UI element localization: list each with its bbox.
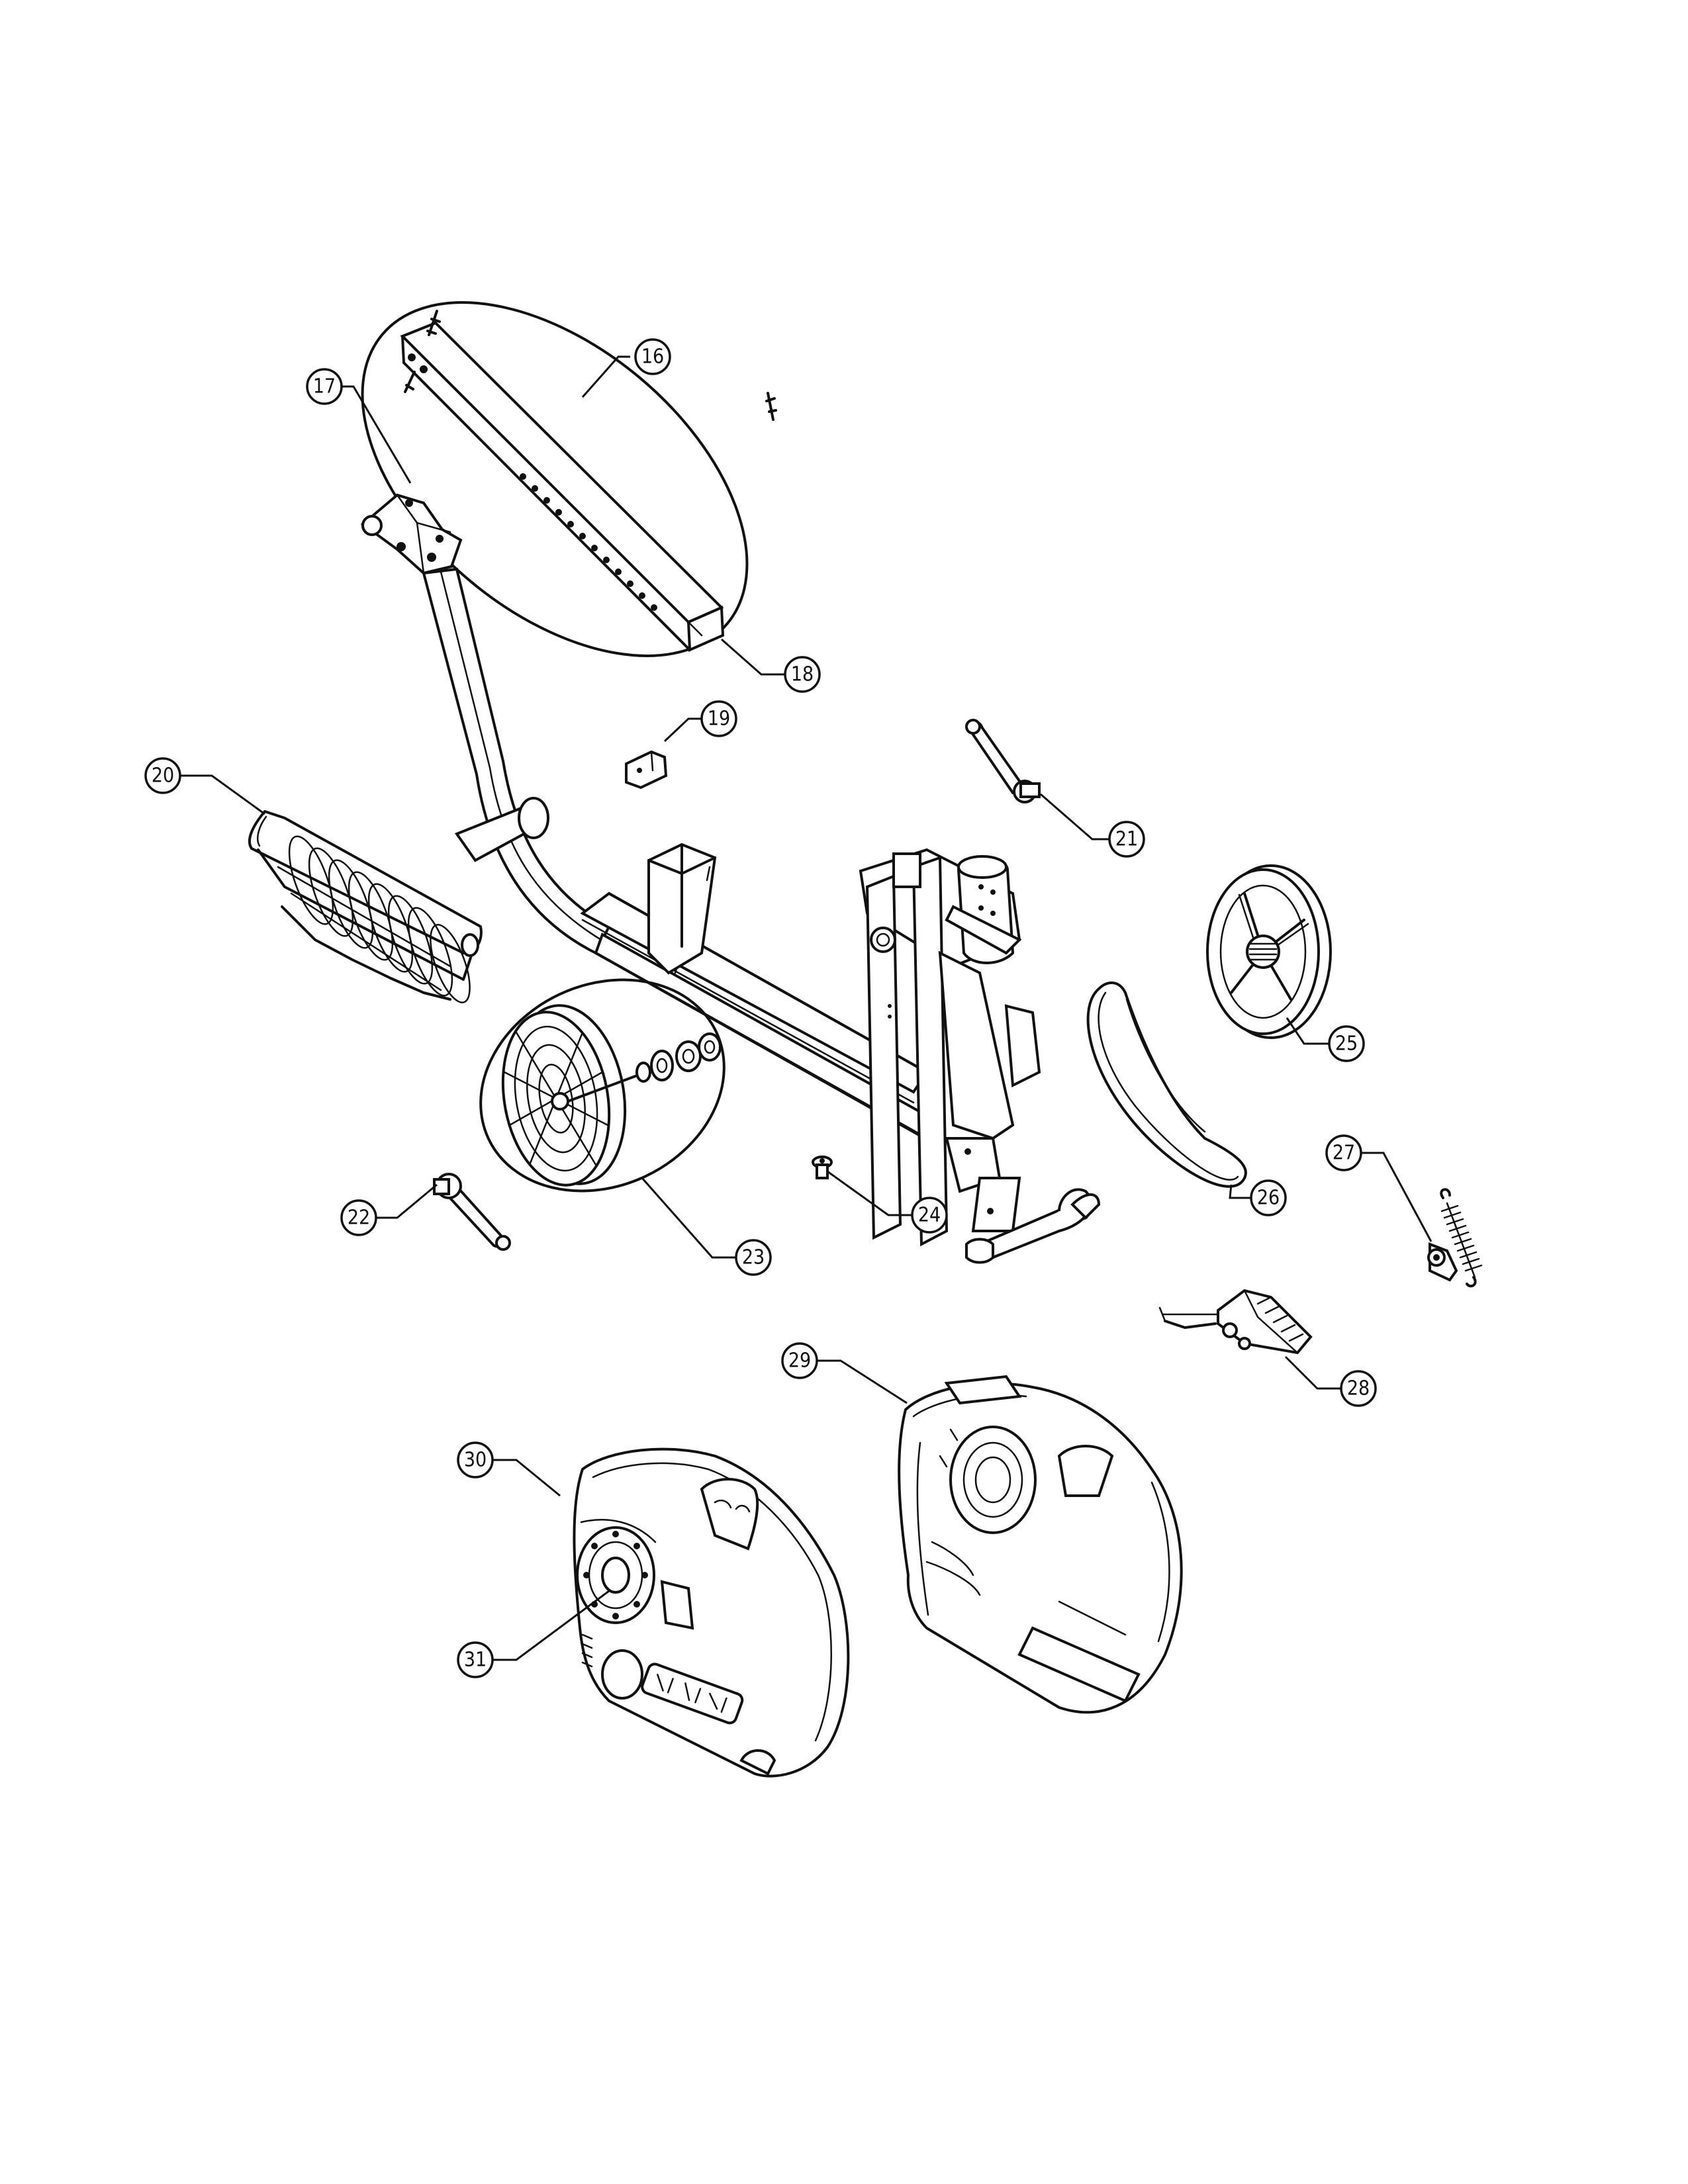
callout-label-29: 29 — [788, 1349, 811, 1373]
callout-label-21: 21 — [1115, 828, 1138, 851]
callout-label-19: 19 — [708, 707, 730, 731]
left-crank-arm — [433, 1173, 511, 1251]
callout-label-22: 22 — [348, 1206, 370, 1230]
accessory-basket — [248, 810, 483, 1003]
drive-pulley — [1206, 864, 1332, 1039]
small-bracket — [625, 750, 668, 790]
callout-22: 22 — [340, 1199, 377, 1236]
seat-rail-detail — [361, 301, 777, 657]
callout-19: 19 — [700, 700, 737, 737]
callout-31: 31 — [457, 1641, 494, 1678]
callout-28: 28 — [1340, 1370, 1377, 1407]
callout-label-16: 16 — [641, 345, 664, 369]
callout-label-23: 23 — [742, 1246, 765, 1269]
main-frame — [422, 567, 1101, 1264]
right-crank-arm — [965, 719, 1041, 803]
drive-belt — [1086, 981, 1247, 1188]
callout-20: 20 — [144, 757, 181, 794]
tension-spring — [1427, 1188, 1483, 1288]
callout-30: 30 — [457, 1441, 494, 1479]
callout-21: 21 — [1108, 821, 1145, 858]
callout-label-17: 17 — [313, 375, 336, 398]
bolt — [812, 1156, 833, 1179]
outer-chain-guard — [573, 1447, 850, 1778]
callout-label-30: 30 — [464, 1449, 487, 1472]
callout-26: 26 — [1250, 1179, 1287, 1216]
callout-label-18: 18 — [791, 663, 814, 686]
callout-25: 25 — [1328, 1025, 1365, 1062]
callout-17: 17 — [306, 368, 343, 405]
resistance-assembly — [1158, 1289, 1313, 1355]
callout-29: 29 — [781, 1342, 818, 1379]
callout-label-20: 20 — [152, 764, 174, 788]
callout-label-31: 31 — [464, 1649, 487, 1672]
callout-16: 16 — [634, 338, 671, 375]
callout-label-27: 27 — [1333, 1142, 1355, 1165]
inner-chain-guard — [898, 1375, 1183, 1714]
callout-24: 24 — [911, 1197, 948, 1234]
callout-18: 18 — [784, 656, 821, 693]
callout-label-28: 28 — [1347, 1377, 1370, 1400]
flywheel-detail — [479, 978, 726, 1193]
callout-label-25: 25 — [1335, 1032, 1358, 1056]
seat-bracket — [360, 493, 463, 575]
callout-label-24: 24 — [918, 1204, 941, 1227]
callout-23: 23 — [735, 1239, 772, 1276]
callout-label-26: 26 — [1257, 1187, 1280, 1210]
leader-lines — [180, 355, 1432, 1661]
callout-27: 27 — [1325, 1134, 1362, 1171]
